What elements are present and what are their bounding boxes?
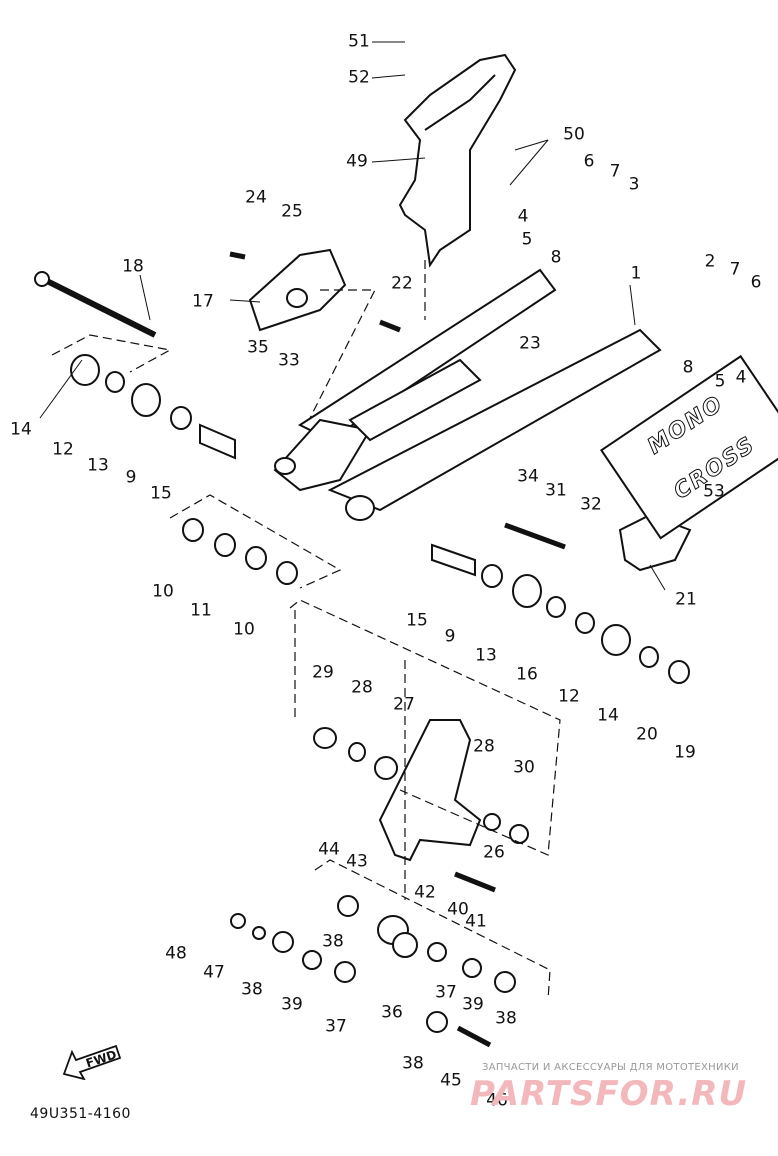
callout-number: 29	[312, 662, 334, 683]
callout-number: 33	[278, 350, 300, 371]
callout-number: 27	[393, 694, 415, 715]
callout-number: 46	[486, 1090, 508, 1111]
callout-number: 9	[444, 626, 456, 647]
callout-number: 13	[87, 455, 109, 476]
callout-number: 50	[563, 124, 585, 145]
callout-number: 53	[703, 481, 725, 502]
callout-number: 18	[122, 256, 144, 277]
callout-number: 38	[241, 979, 263, 1000]
callout-number: 31	[545, 480, 567, 501]
callout-number: 38	[495, 1008, 517, 1029]
callout-number: 34	[517, 466, 539, 487]
callout-number: 12	[52, 439, 74, 460]
relay-arm	[378, 719, 482, 862]
callout-number: 3	[628, 174, 640, 195]
part-code: 49U351-4160	[30, 1106, 131, 1122]
callout-number: 11	[190, 600, 212, 621]
callout-number: 15	[406, 610, 428, 631]
callout-number: 35	[247, 337, 269, 358]
callout-number: 13	[475, 645, 497, 666]
callout-number: 43	[346, 851, 368, 872]
callout-number: 4	[735, 367, 747, 388]
callout-number: 1	[630, 263, 642, 284]
callout-number: 16	[516, 664, 538, 685]
callout-number: 38	[322, 931, 344, 952]
callout-number: 41	[465, 911, 487, 932]
callout-number: 52	[348, 67, 370, 88]
callout-number: 22	[391, 273, 413, 294]
callout-number: 7	[609, 161, 621, 182]
callout-number: 6	[583, 151, 595, 172]
callout-number: 7	[729, 259, 741, 280]
callout-number: 30	[513, 757, 535, 778]
watermark-tagline: ЗАПЧАСТИ И АКСЕССУАРЫ ДЛЯ МОТОТЕХНИКИ	[482, 1062, 739, 1073]
callout-number: 23	[519, 333, 541, 354]
callout-number: 51	[348, 31, 370, 52]
callout-number: 9	[125, 467, 137, 488]
callout-number: 45	[440, 1070, 462, 1091]
callout-number: 37	[435, 982, 457, 1003]
callout-number: 4	[517, 206, 529, 227]
fwd-arrow-icon: FWD	[62, 1044, 122, 1080]
callout-number: 40	[447, 899, 469, 920]
callout-number: 32	[580, 494, 602, 515]
callout-number: 39	[281, 994, 303, 1015]
callout-number: 26	[483, 842, 505, 863]
callout-number: 5	[521, 229, 533, 250]
callout-number: 48	[165, 943, 187, 964]
callout-number: 10	[233, 619, 255, 640]
callout-number: 17	[192, 291, 214, 312]
callout-number: 19	[674, 742, 696, 763]
callout-number: 12	[558, 686, 580, 707]
callout-number: 42	[414, 882, 436, 903]
watermark-logo: PARTSFOR.RU	[470, 1074, 748, 1114]
callout-number: 28	[351, 677, 373, 698]
callout-number: 15	[150, 483, 172, 504]
callout-number: 39	[462, 994, 484, 1015]
callout-number: 25	[281, 201, 303, 222]
callout-number: 14	[597, 705, 619, 726]
chain-guide	[398, 53, 517, 268]
callout-number: 47	[203, 962, 225, 983]
callout-number: 8	[550, 247, 562, 268]
callout-number: 24	[245, 187, 267, 208]
fwd-label: FWD	[84, 1047, 118, 1070]
callout-number: 2	[704, 251, 716, 272]
callout-number: 49	[346, 151, 368, 172]
callout-number: 20	[636, 724, 658, 745]
callout-number: 10	[152, 581, 174, 602]
callout-number: 28	[473, 736, 495, 757]
callout-number: 14	[10, 419, 32, 440]
callout-number: 6	[750, 272, 762, 293]
callout-number: 8	[682, 357, 694, 378]
callout-number: 44	[318, 839, 340, 860]
pivot-shaft	[43, 277, 157, 338]
callout-number: 36	[381, 1002, 403, 1023]
callout-number: 5	[714, 371, 726, 392]
callout-number: 37	[325, 1016, 347, 1037]
callout-number: 21	[675, 589, 697, 610]
callout-number: 38	[402, 1053, 424, 1074]
